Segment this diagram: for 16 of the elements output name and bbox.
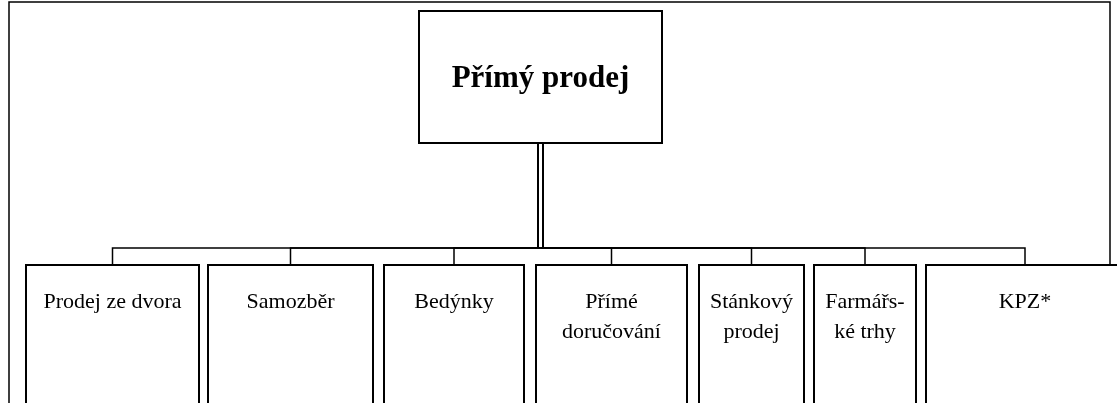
- category-box: [535, 264, 688, 403]
- category-label: Prodej ze dvora: [42, 287, 183, 315]
- category-box: [698, 264, 805, 403]
- category-box: [813, 264, 917, 403]
- root-box: [418, 10, 663, 144]
- category-box: [925, 264, 1117, 403]
- category-label: Bedýnky: [413, 287, 495, 315]
- title-label: Přímý prodej: [450, 57, 631, 96]
- category-label: Stánkový prodej: [708, 287, 795, 345]
- category-box: [25, 264, 200, 403]
- category-label: KPZ*: [997, 287, 1053, 315]
- category-box: [383, 264, 525, 403]
- category-label: Samozběr: [245, 287, 336, 315]
- category-label: Farmářs-ké trhy: [824, 287, 906, 345]
- category-box: [207, 264, 374, 403]
- category-label: Přímé doručování: [561, 287, 662, 345]
